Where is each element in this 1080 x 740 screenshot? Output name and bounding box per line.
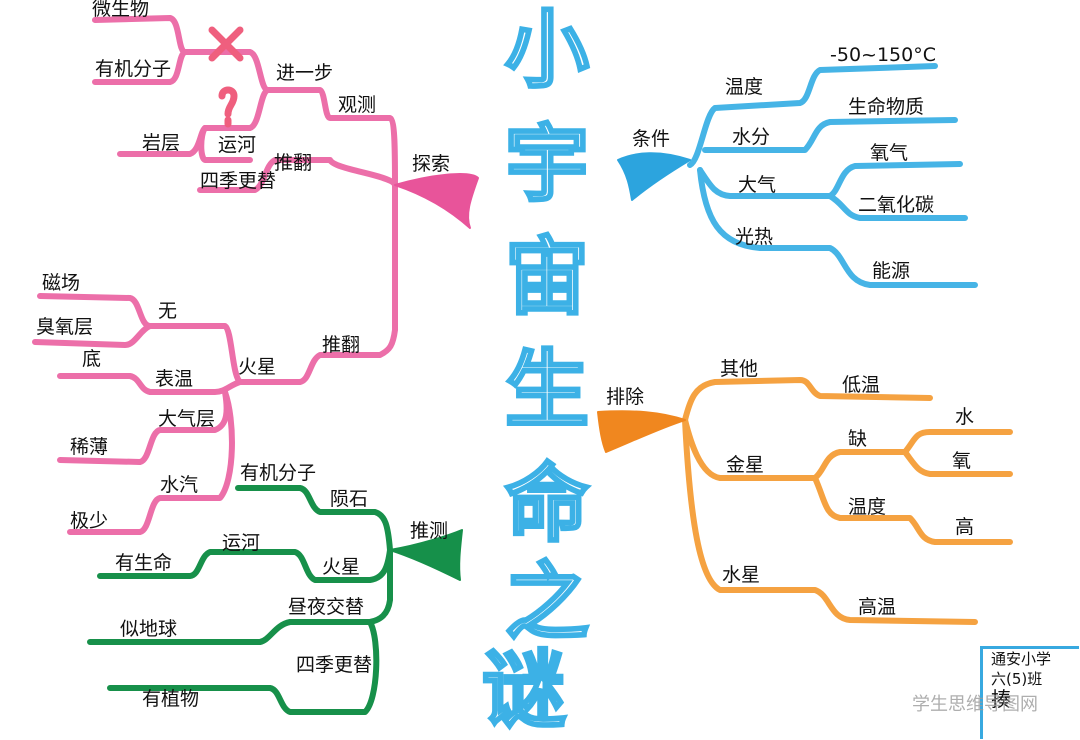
title-char-5: 命 xyxy=(503,455,590,553)
high-temp-label: 高温 xyxy=(858,596,897,618)
microbes-label: 微生物 xyxy=(92,0,150,20)
day-night-label: 昼夜交替 xyxy=(288,596,365,618)
exclude-hub-label: 排除 xyxy=(606,386,645,408)
meteorite-label: 陨石 xyxy=(330,488,369,510)
life-label: 有生命 xyxy=(115,552,173,574)
title-char-3: 宙 xyxy=(503,228,590,326)
school-name: 通安小学 xyxy=(991,650,1052,668)
title-char-1: 小 xyxy=(503,1,590,99)
speculate-mars-label: 火星 xyxy=(322,556,361,578)
conditions-hub-label: 条件 xyxy=(632,128,671,150)
venus-label: 金星 xyxy=(726,454,765,476)
overturn-label-2: 推翻 xyxy=(322,334,361,356)
speculate-seasons-label: 四季更替 xyxy=(296,654,373,676)
light-heat-label: 光热 xyxy=(735,226,774,248)
organic-molecules-label: 有机分子 xyxy=(95,58,172,80)
vapor-label: 水汽 xyxy=(160,474,199,496)
high-label: 高 xyxy=(955,516,975,538)
low-label: 底 xyxy=(82,348,102,370)
exclude-hub-wedge xyxy=(597,410,686,453)
exclude-water-label: 水 xyxy=(955,406,975,428)
mars-label: 火星 xyxy=(238,356,277,378)
co2-label: 二氧化碳 xyxy=(858,194,935,216)
temperature-label: 温度 xyxy=(725,76,764,98)
plants-label: 有植物 xyxy=(142,688,200,710)
lack-label: 缺 xyxy=(848,428,868,450)
magnetic-field-label: 磁场 xyxy=(42,272,81,294)
none-label: 无 xyxy=(158,300,178,322)
explore-branches xyxy=(32,15,398,535)
ozone-layer-label: 臭氧层 xyxy=(36,316,94,338)
title-char-4: 生 xyxy=(503,341,590,439)
mercury-label: 水星 xyxy=(722,564,761,586)
author-name: 揍 xyxy=(991,687,1011,711)
conditions-hub-wedge xyxy=(617,152,691,201)
credit-box: 通安小学 六(5)班 揍 xyxy=(980,646,1079,739)
atmosphere-label: 大气层 xyxy=(158,408,216,430)
overturn-label-1: 推翻 xyxy=(274,152,313,174)
exclude-oxygen-label: 氧 xyxy=(952,450,972,472)
thin-label: 稀薄 xyxy=(70,436,109,458)
rock-layer-label: 岩层 xyxy=(142,132,181,154)
further-label: 进一步 xyxy=(276,62,334,84)
observe-label: 观测 xyxy=(338,94,377,116)
canal-label: 运河 xyxy=(218,134,257,156)
energy-label: 能源 xyxy=(872,260,911,282)
scarce-label: 极少 xyxy=(70,510,109,532)
conditions-branches xyxy=(687,63,978,288)
speculate-canal-label: 运河 xyxy=(222,532,261,554)
water-label: 水分 xyxy=(732,126,771,148)
title-char-7: 谜 xyxy=(480,641,567,739)
temp-range-label: -50~150°C xyxy=(830,44,936,66)
title-char-6: 之 xyxy=(503,553,590,651)
low-temp-label: 低温 xyxy=(842,374,881,396)
oxygen-label: 氧气 xyxy=(870,142,909,164)
exclude-temperature-label: 温度 xyxy=(848,496,887,518)
life-matter-label: 生命物质 xyxy=(848,96,925,118)
cross-mark xyxy=(208,26,244,62)
speculate-hub-wedge xyxy=(389,529,463,581)
title-char-2: 宇 xyxy=(503,115,590,213)
surface-temp-label: 表温 xyxy=(155,368,194,390)
explore-hub-label: 探索 xyxy=(412,153,451,175)
others-label: 其他 xyxy=(720,358,759,380)
watermark: 学生思维导图网 xyxy=(912,694,1038,715)
air-label: 大气 xyxy=(738,174,777,196)
question-mark xyxy=(218,86,238,128)
speculate-branches xyxy=(87,485,393,715)
speculate-organic-label: 有机分子 xyxy=(240,462,317,484)
exclude-branches xyxy=(682,377,1013,625)
seasons-label: 四季更替 xyxy=(200,170,277,192)
earthlike-label: 似地球 xyxy=(120,618,178,640)
speculate-hub-label: 推测 xyxy=(410,520,449,542)
class-name: 六(5)班 xyxy=(991,670,1043,688)
explore-hub-wedge xyxy=(394,173,479,229)
